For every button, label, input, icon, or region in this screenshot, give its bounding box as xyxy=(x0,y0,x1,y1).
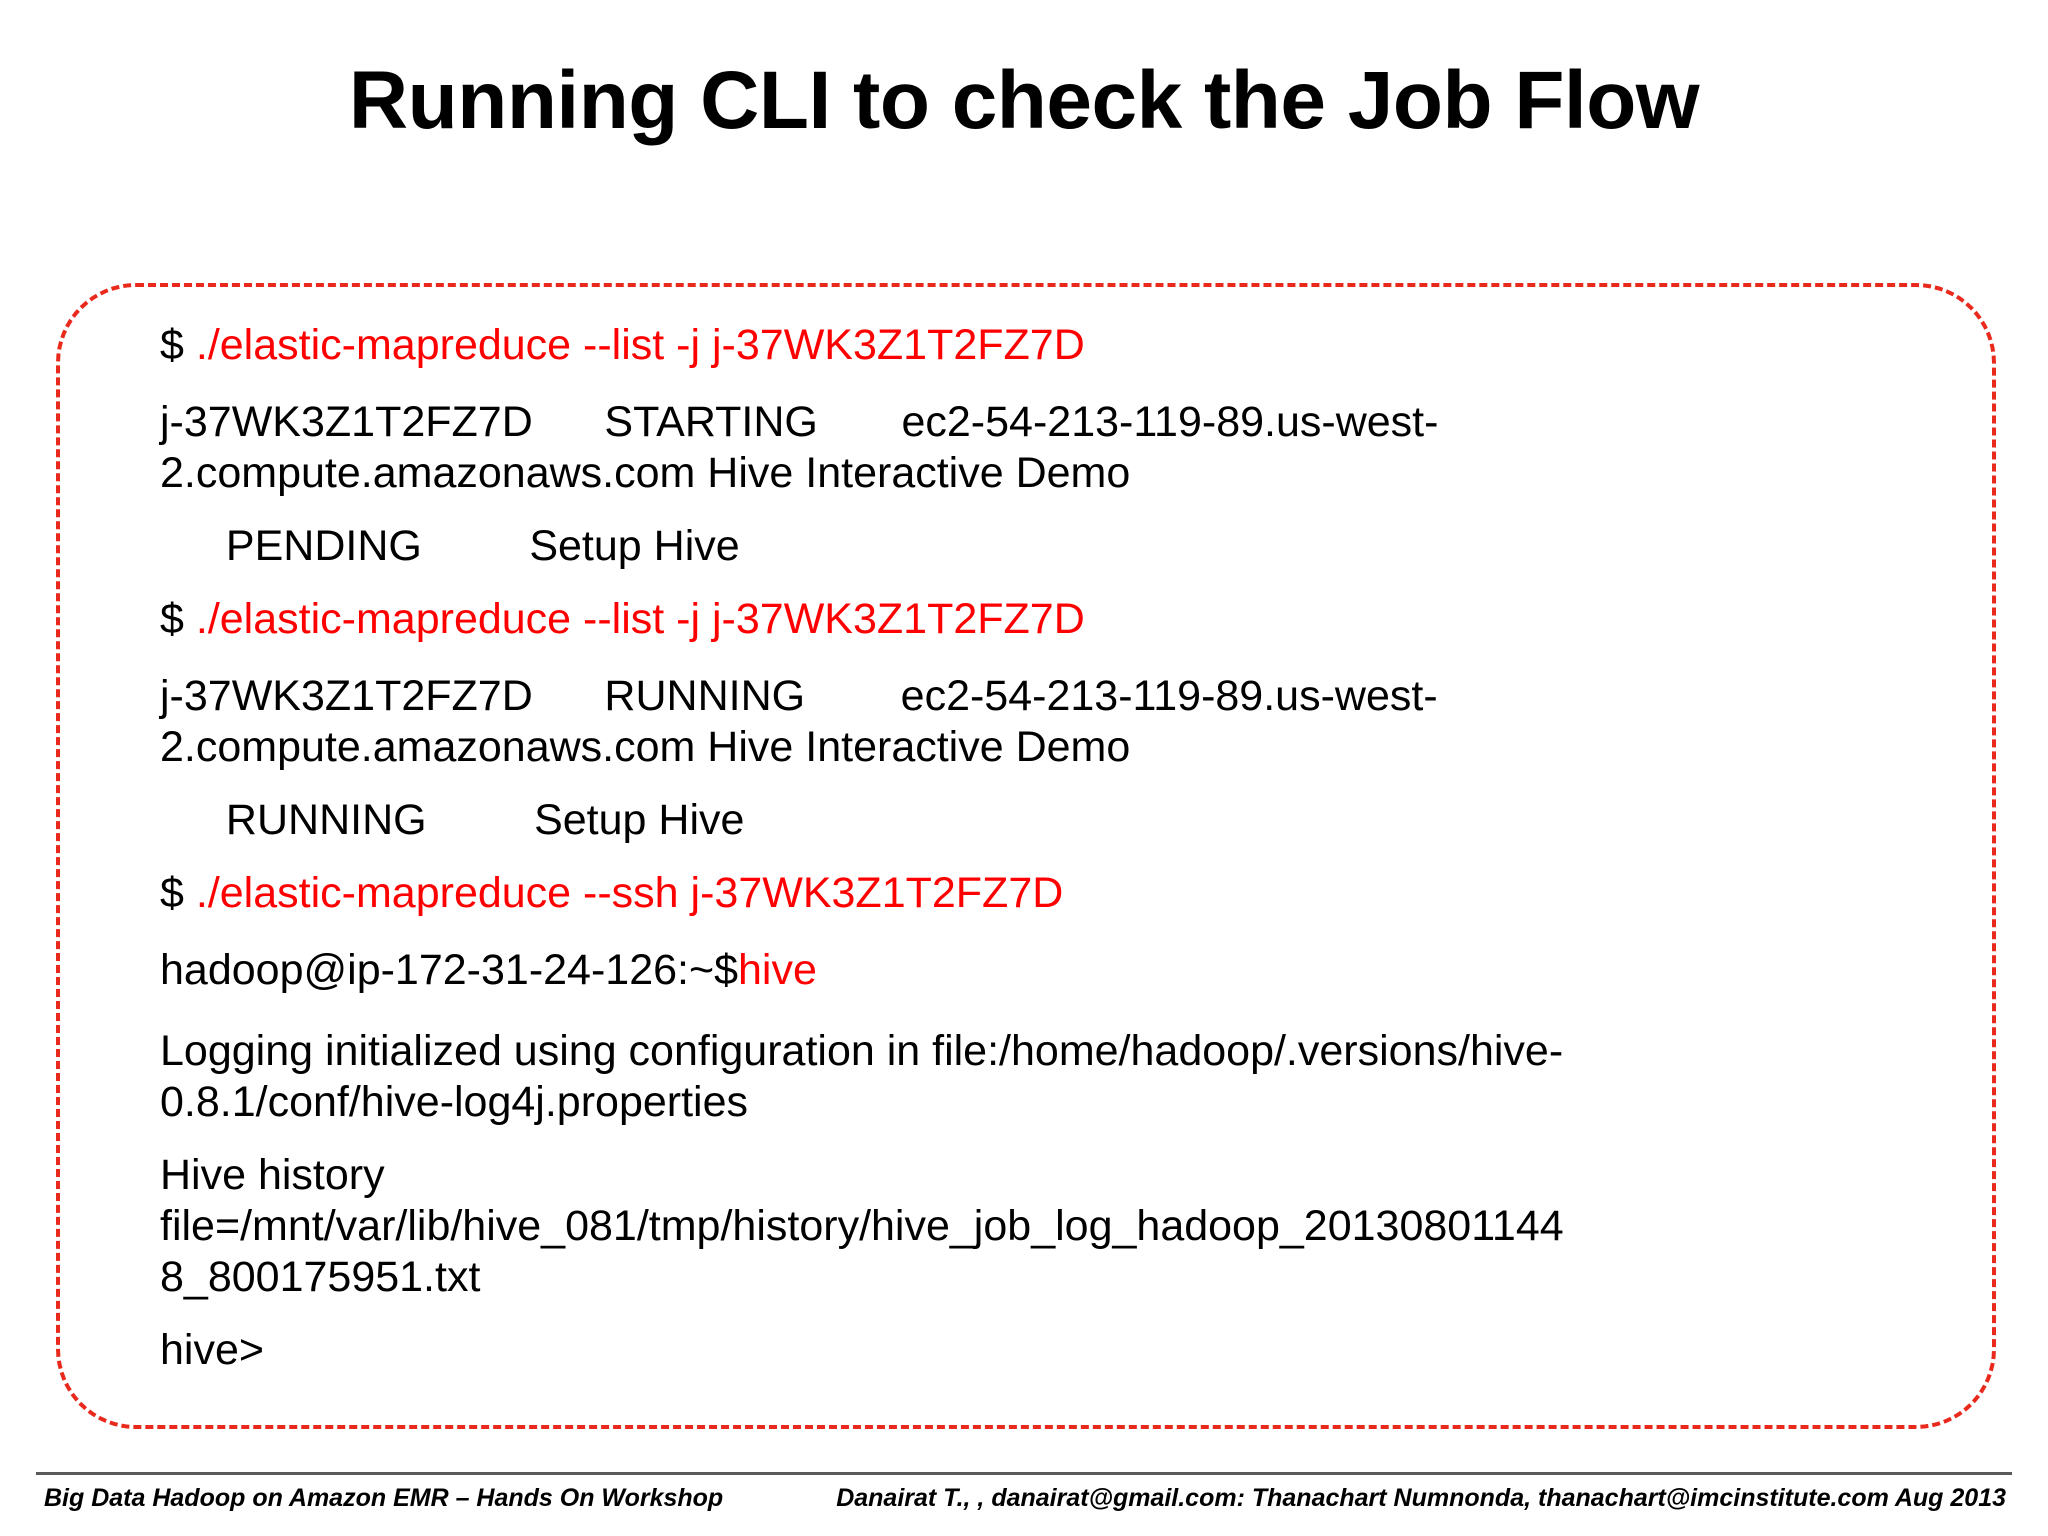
terminal-command-line: $ ./elastic-mapreduce --list -j j-37WK3Z… xyxy=(160,320,1570,371)
footer-workshop-title: Big Data Hadoop on Amazon EMR – Hands On… xyxy=(44,1484,724,1512)
terminal-output-box xyxy=(56,283,1996,1429)
terminal-hive-prompt: hive> xyxy=(160,1326,264,1374)
footer: Big Data Hadoop on Amazon EMR – Hands On… xyxy=(36,1484,2012,1530)
terminal-output-line: Hive history file=/mnt/var/lib/hive_081/… xyxy=(160,1151,1564,1301)
command-text: ./elastic-mapreduce --list -j j-37WK3Z1T… xyxy=(195,595,1085,643)
terminal-output-line: PENDING Setup Hive xyxy=(202,522,740,570)
terminal-output-line: Logging initialized using configuration … xyxy=(160,1027,1564,1126)
command-text: ./elastic-mapreduce --list -j j-37WK3Z1T… xyxy=(195,321,1085,369)
page-title: Running CLI to check the Job Flow xyxy=(348,55,1700,146)
terminal-output-line: RUNNING Setup Hive xyxy=(202,796,745,844)
terminal-output-line: j-37WK3Z1T2FZ7D RUNNING ec2-54-213-119-8… xyxy=(160,672,1438,771)
footer-authors: Danairat T., , danairat@gmail.com: Thana… xyxy=(836,1484,2006,1512)
footer-divider xyxy=(36,1472,2012,1475)
terminal-command-line: $ ./elastic-mapreduce --ssh j-37WK3Z1T2F… xyxy=(160,868,1570,919)
shell-prompt-symbol: $ xyxy=(160,595,196,643)
host-prompt-text: hadoop@ip-172-31-24-126:~$ xyxy=(160,946,739,994)
terminal-content: $ ./elastic-mapreduce --list -j j-37WK3Z… xyxy=(160,320,1570,1398)
terminal-host-prompt-line: hadoop@ip-172-31-24-126:~$hive xyxy=(160,945,1570,996)
shell-prompt-symbol: $ xyxy=(160,869,196,917)
command-text: ./elastic-mapreduce --ssh j-37WK3Z1T2FZ7… xyxy=(195,869,1064,917)
typed-command-text: hive xyxy=(738,946,817,994)
terminal-output-line: j-37WK3Z1T2FZ7D STARTING ec2-54-213-119-… xyxy=(160,398,1439,497)
terminal-command-line: $ ./elastic-mapreduce --list -j j-37WK3Z… xyxy=(160,594,1570,645)
shell-prompt-symbol: $ xyxy=(160,321,196,369)
